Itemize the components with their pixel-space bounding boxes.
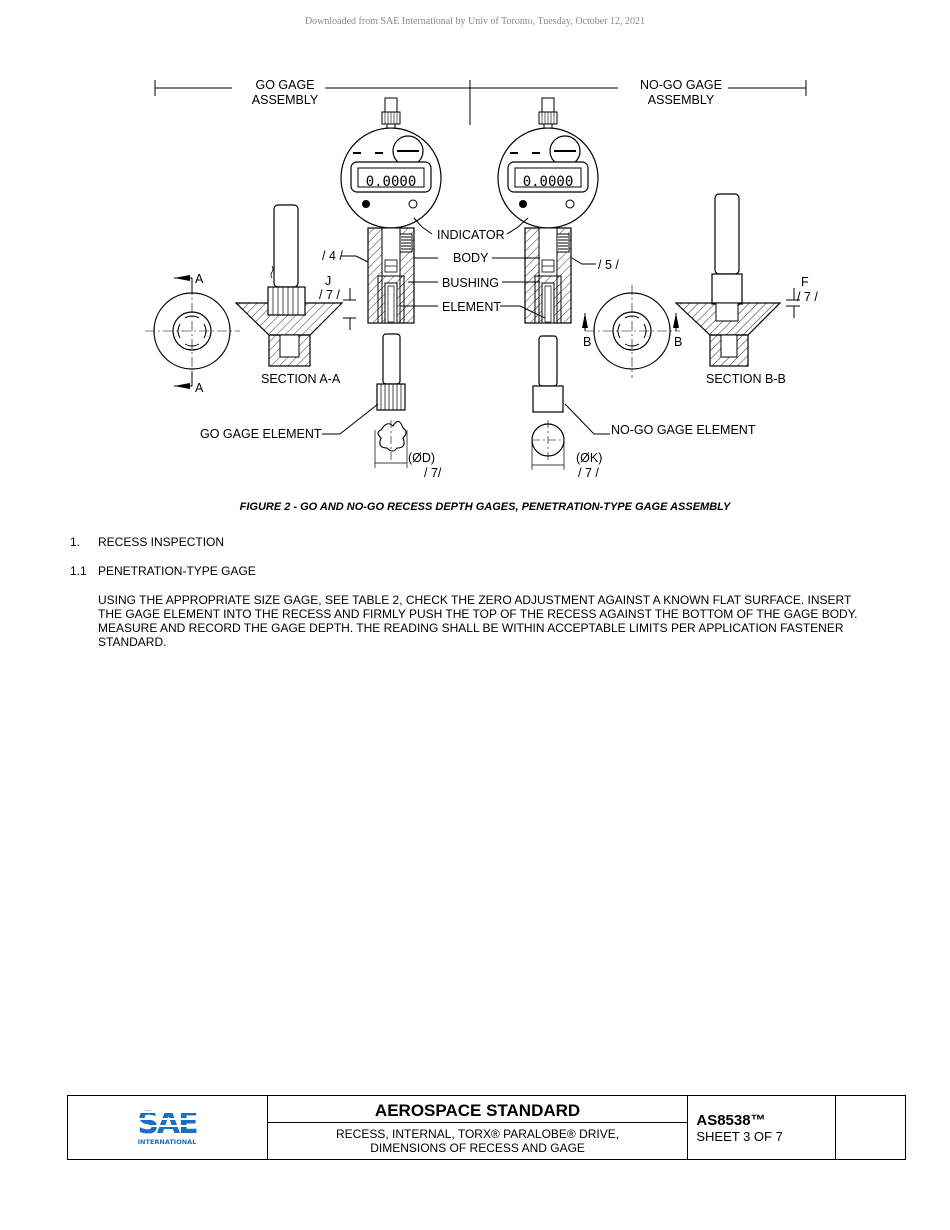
element-label: ELEMENT [442,300,501,314]
document-id: AS8538™ [696,1111,766,1129]
note-4-label: / 4 / [322,249,343,263]
nogo-display-readout: 0.0000 [523,174,574,190]
section-1-1-heading: 1.1 PENETRATION-TYPE GAGE [70,564,256,578]
body-label: BODY [453,251,489,265]
od-dimension-label: (ØD) [408,451,435,465]
figure-caption: FIGURE 2 - GO AND NO-GO RECESS DEPTH GAG… [239,501,731,513]
section-a-top-label: A [195,272,204,286]
nogo-assembly-label-1: NO-GO GAGE [640,78,722,92]
indicator-label: INDICATOR [437,228,505,242]
bushing-label: BUSHING [442,276,499,290]
document-number-cell: AS8538™ SHEET 3 OF 7 [687,1095,837,1160]
title-cell: AEROSPACE STANDARD RECESS, INTERNAL, TOR… [266,1095,689,1160]
section-bb-label: SECTION B-B [706,372,786,386]
section-b-left-label: B [583,335,591,349]
section-b-right-label: B [674,335,682,349]
section-1-1-number: 1.1 [70,564,87,578]
j-note-label: / 7 / [319,288,340,302]
nogo-assembly-label-2: ASSEMBLY [648,93,715,107]
note-5-label: / 5 / [598,258,619,272]
subtitle-line-2: DIMENSIONS OF RECESS AND GAGE [370,1140,585,1155]
section-aa-label: SECTION A-A [261,372,341,386]
ok-note-label: / 7 / [578,466,599,480]
blank-cell [835,1095,906,1160]
f-dimension-label: F [801,275,809,289]
section-1-number: 1. [70,535,81,549]
go-assembly-label-1: GO GAGE [255,78,314,92]
download-watermark: Downloaded from SAE International by Uni… [304,16,646,27]
od-note-label: / 7/ [424,466,442,480]
nogo-indicator-dial [497,97,599,235]
footer-title-block: SAE INTERNATIONAL AEROSPACE STANDARD REC… [67,1095,906,1160]
go-assembly-label-2: ASSEMBLY [252,93,319,107]
go-indicator-dial [340,97,442,235]
ok-dimension-label: (ØK) [576,451,602,465]
nogo-gage-body [524,227,572,324]
j-dimension-label: J [325,274,331,288]
section-1-title: RECESS INSPECTION [98,535,225,549]
sae-logo: SAE INTERNATIONAL [67,1095,268,1160]
section-1-1-body: USING THE APPROPRIATE SIZE GAGE, SEE TAB… [98,593,858,649]
section-1-heading: 1. RECESS INSPECTION [70,535,224,549]
section-1-1-title: PENETRATION-TYPE GAGE [98,564,256,578]
go-display-readout: 0.0000 [366,174,417,190]
svg-text:INTERNATIONAL: INTERNATIONAL [138,1138,197,1146]
nogo-gage-element-label: NO-GO GAGE ELEMENT [611,423,756,437]
sheet-number: SHEET 3 OF 7 [696,1128,783,1144]
sae-logo-icon: SAE INTERNATIONAL [135,1106,200,1146]
standard-title: AEROSPACE STANDARD [267,1101,688,1123]
section-a-bottom-label: A [195,381,204,395]
gage-assembly-figure: GO GAGE ASSEMBLY NO-GO GAGE ASSEMBLY 0.0… [145,78,818,480]
standard-subtitle: RECESS, INTERNAL, TORX® PARALOBE® DRIVE,… [268,1123,688,1155]
subtitle-line-1: RECESS, INTERNAL, TORX® PARALOBE® DRIVE, [336,1126,620,1141]
go-gage-body [367,227,415,324]
go-gage-element-label: GO GAGE ELEMENT [200,427,322,441]
f-note-label: / 7 / [797,290,818,304]
